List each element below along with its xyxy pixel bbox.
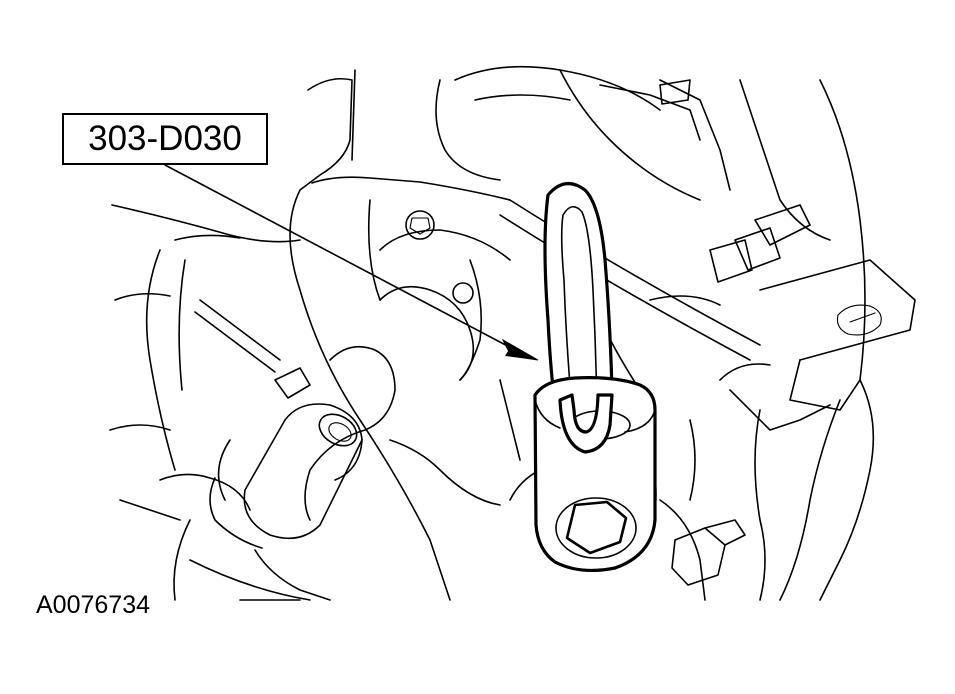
tool-number-text: 303-D030 <box>88 119 242 158</box>
figure-id-label: A0076734 <box>36 591 151 619</box>
tool-callout-label: 303-D030 <box>62 113 268 165</box>
lifting-eye-tool <box>533 182 657 573</box>
leader-arrow <box>164 164 539 361</box>
